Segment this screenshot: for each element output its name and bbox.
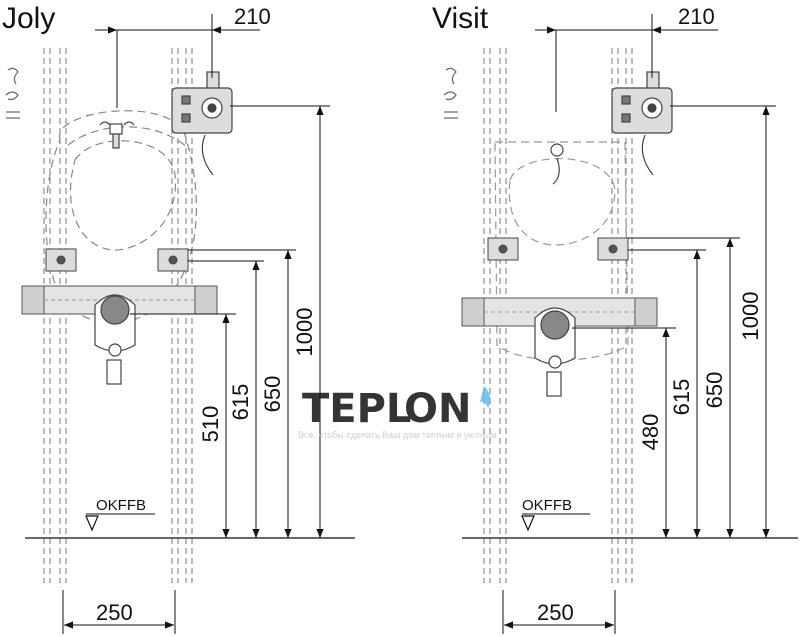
joly-wall-symbol — [5, 67, 20, 119]
joly-dim-bottom-label: 250 — [96, 600, 133, 625]
visit-dim-top — [535, 14, 718, 112]
visit-dim-low: 480 — [638, 414, 663, 451]
visit-drain — [534, 307, 576, 397]
visit-dim-top-label: 210 — [678, 4, 715, 29]
watermark-brand-b: ON — [404, 386, 471, 432]
visit-frame-posts — [483, 48, 633, 583]
joly-dim-1000: 1000 — [292, 308, 317, 357]
joly-supply-connection — [171, 71, 233, 176]
joly-floor-marker — [85, 515, 99, 532]
joly-basin-outline — [45, 110, 198, 324]
visit-dim-verticals — [572, 105, 776, 538]
joly-dim-top — [95, 14, 260, 108]
visit-supply-connection — [611, 71, 673, 176]
joly-brackets — [45, 248, 189, 272]
watermark-logo: TEPL ON Всё, чтобы сделать Ваш дом тёплы… — [298, 386, 497, 440]
visit-dim-bottom — [502, 590, 616, 634]
joly-dim-650: 650 — [260, 376, 285, 413]
visit-dim-bottom-label: 250 — [537, 600, 574, 625]
visit-dim-1000: 1000 — [738, 292, 763, 341]
flame-icon — [480, 386, 491, 408]
joly-floor-ref: OKFFB — [96, 497, 146, 514]
visit-dim-615: 615 — [669, 379, 694, 416]
visit-brackets — [487, 237, 629, 261]
watermark-tagline: Всё, чтобы сделать Ваш дом тёплым и уютн… — [298, 430, 497, 440]
joly-tap — [99, 121, 135, 149]
joly-panel: Joly — [2, 2, 355, 634]
watermark-brand-a: TEPL — [302, 386, 411, 432]
visit-floor-marker — [521, 515, 535, 532]
joly-dim-615: 615 — [228, 384, 253, 421]
visit-dim-650: 650 — [702, 372, 727, 409]
visit-floor-ref: OKFFB — [522, 497, 572, 514]
visit-cross-rail — [461, 297, 658, 327]
joly-dim-top-label: 210 — [234, 4, 271, 29]
visit-tap — [550, 143, 564, 185]
joly-dim-bottom — [62, 590, 176, 634]
joly-title: Joly — [2, 2, 55, 35]
joly-drain — [94, 294, 136, 385]
joly-dim-verticals — [130, 105, 330, 538]
visit-panel: Visit — [432, 2, 798, 634]
visit-title: Visit — [432, 2, 489, 35]
visit-wall-symbol — [443, 67, 458, 119]
joly-dim-low: 510 — [198, 406, 223, 443]
joly-frame-posts — [43, 48, 193, 583]
